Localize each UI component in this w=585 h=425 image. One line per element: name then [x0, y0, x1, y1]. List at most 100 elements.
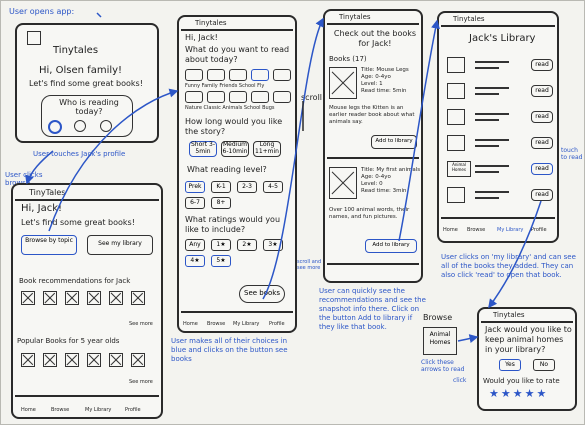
read-button[interactable]: read	[531, 137, 553, 149]
book-meta-line	[475, 119, 499, 121]
see-books-button[interactable]: See books	[239, 285, 285, 303]
library-book-cover[interactable]	[447, 135, 465, 151]
topic-labels-row1: Funny Family Friends School Fly	[185, 83, 265, 89]
topic-chip[interactable]	[185, 69, 203, 81]
read-button[interactable]: read	[531, 111, 553, 123]
note-click: click	[453, 377, 467, 384]
nav-browse[interactable]: Browse	[207, 321, 226, 327]
profile-add-child[interactable]	[100, 120, 112, 132]
length-short[interactable]: Short 3-5min	[189, 141, 217, 157]
rating-stars[interactable]: ★★★★★	[489, 387, 549, 400]
length-medium[interactable]: Medium 6-10min	[221, 141, 249, 157]
browse-button[interactable]: Browse by topic	[21, 235, 77, 255]
divider	[441, 25, 555, 27]
book-cover[interactable]	[131, 291, 145, 305]
nav-profile[interactable]: Profile	[125, 407, 141, 413]
screen2-title: TinyTales	[29, 188, 66, 197]
welcome-screen: Tinytales Hi, Olsen family! Let's find s…	[15, 23, 159, 143]
nav-home[interactable]: Home	[443, 227, 458, 233]
book-cover[interactable]	[21, 353, 35, 367]
rating-chip[interactable]: Any	[185, 239, 205, 251]
topic-chip[interactable]	[207, 69, 225, 81]
rating-chip[interactable]: 2★	[237, 239, 257, 251]
browse-screen: Tinytales Hi, Jack! What do you want to …	[177, 15, 297, 333]
nav-library[interactable]: My Library	[233, 321, 260, 327]
screen4-title: Tinytales	[339, 13, 371, 21]
book-cover[interactable]	[87, 353, 101, 367]
book-cover[interactable]	[109, 353, 123, 367]
topic-chip[interactable]	[185, 91, 203, 103]
read-button[interactable]: read	[531, 85, 553, 97]
no-button[interactable]: No	[533, 359, 555, 371]
topic-labels-row2: Nature Classic Animals School Bugs	[185, 105, 275, 111]
nav-browse[interactable]: Browse	[467, 227, 486, 233]
level-chip[interactable]: 2-3	[237, 181, 257, 193]
read-button[interactable]: read	[531, 59, 553, 71]
add-to-library-button[interactable]: Add to library	[365, 239, 417, 253]
library-book-cover[interactable]	[447, 83, 465, 99]
topic-chip[interactable]	[273, 91, 291, 103]
read-button[interactable]: read	[531, 163, 553, 175]
profile-picker: Who is reading today?	[41, 95, 133, 137]
library-book-cover[interactable]	[447, 57, 465, 73]
topic-chip[interactable]	[251, 69, 269, 81]
rating-chip[interactable]: 4★	[185, 255, 205, 267]
home-screen: TinyTales Hi, Jack! Let's find some grea…	[11, 183, 163, 419]
rating-chip[interactable]: 5★	[211, 255, 231, 267]
rating-chip[interactable]: 1★	[211, 239, 231, 251]
nav-browse[interactable]: Browse	[51, 407, 70, 413]
yes-button[interactable]: Yes	[499, 359, 521, 371]
book-meta-line	[475, 197, 499, 199]
length-long[interactable]: Long 11+min	[253, 141, 281, 157]
level-chip[interactable]: 6-7	[185, 197, 205, 209]
read-button[interactable]: read	[531, 189, 553, 201]
book-cover[interactable]	[65, 353, 79, 367]
see-more-link[interactable]: See more	[129, 321, 153, 327]
profile-emma[interactable]	[74, 120, 86, 132]
divider	[327, 157, 419, 159]
nav-library[interactable]: My Library	[85, 407, 112, 413]
level-chip[interactable]: Prek	[185, 181, 205, 193]
arrow	[25, 150, 54, 185]
note-library: User clicks on 'my library' and can see …	[441, 253, 576, 279]
profile-jack[interactable]	[48, 120, 62, 134]
library-book-cover[interactable]: Animal Homes	[447, 161, 471, 177]
book-cover[interactable]	[43, 291, 57, 305]
rating-chip[interactable]: 3★	[263, 239, 283, 251]
book-cover[interactable]	[109, 291, 123, 305]
nav-home[interactable]: Home	[21, 407, 36, 413]
topic-chip[interactable]	[251, 91, 269, 103]
animal-homes-book[interactable]: Animal Homes	[423, 327, 457, 355]
library-button[interactable]: See my library	[87, 235, 153, 255]
nav-profile[interactable]: Profile	[269, 321, 285, 327]
divider	[181, 311, 293, 313]
see-more-link[interactable]: See more	[129, 379, 153, 385]
level-chip[interactable]: 4-5	[263, 181, 283, 193]
topic-chip[interactable]	[229, 69, 247, 81]
note-scroll-more: scroll and see more	[297, 259, 322, 271]
book-cover[interactable]	[87, 291, 101, 305]
divider	[327, 23, 419, 25]
nav-home[interactable]: Home	[183, 321, 198, 327]
nav-library[interactable]: My Library	[497, 227, 524, 233]
topic-chip[interactable]	[229, 91, 247, 103]
book-cover[interactable]	[43, 353, 57, 367]
results-heading: Check out the books for Jack!	[333, 29, 417, 48]
library-book-cover[interactable]	[447, 187, 465, 203]
book-cover[interactable]	[21, 291, 35, 305]
level-chip[interactable]: 8+	[211, 197, 231, 209]
nav-profile[interactable]: Profile	[531, 227, 547, 233]
topic-chip[interactable]	[207, 91, 225, 103]
topic-chip[interactable]	[273, 69, 291, 81]
results-screen: Tinytales Check out the books for Jack! …	[323, 9, 423, 283]
book-cover[interactable]	[329, 67, 357, 99]
arrow	[262, 17, 324, 300]
library-book-cover[interactable]	[447, 109, 465, 125]
level-chip[interactable]: K-1	[211, 181, 231, 193]
book-cover[interactable]	[131, 353, 145, 367]
book-title-line	[475, 165, 509, 167]
book-cover[interactable]	[65, 291, 79, 305]
book-cover[interactable]	[329, 167, 357, 199]
